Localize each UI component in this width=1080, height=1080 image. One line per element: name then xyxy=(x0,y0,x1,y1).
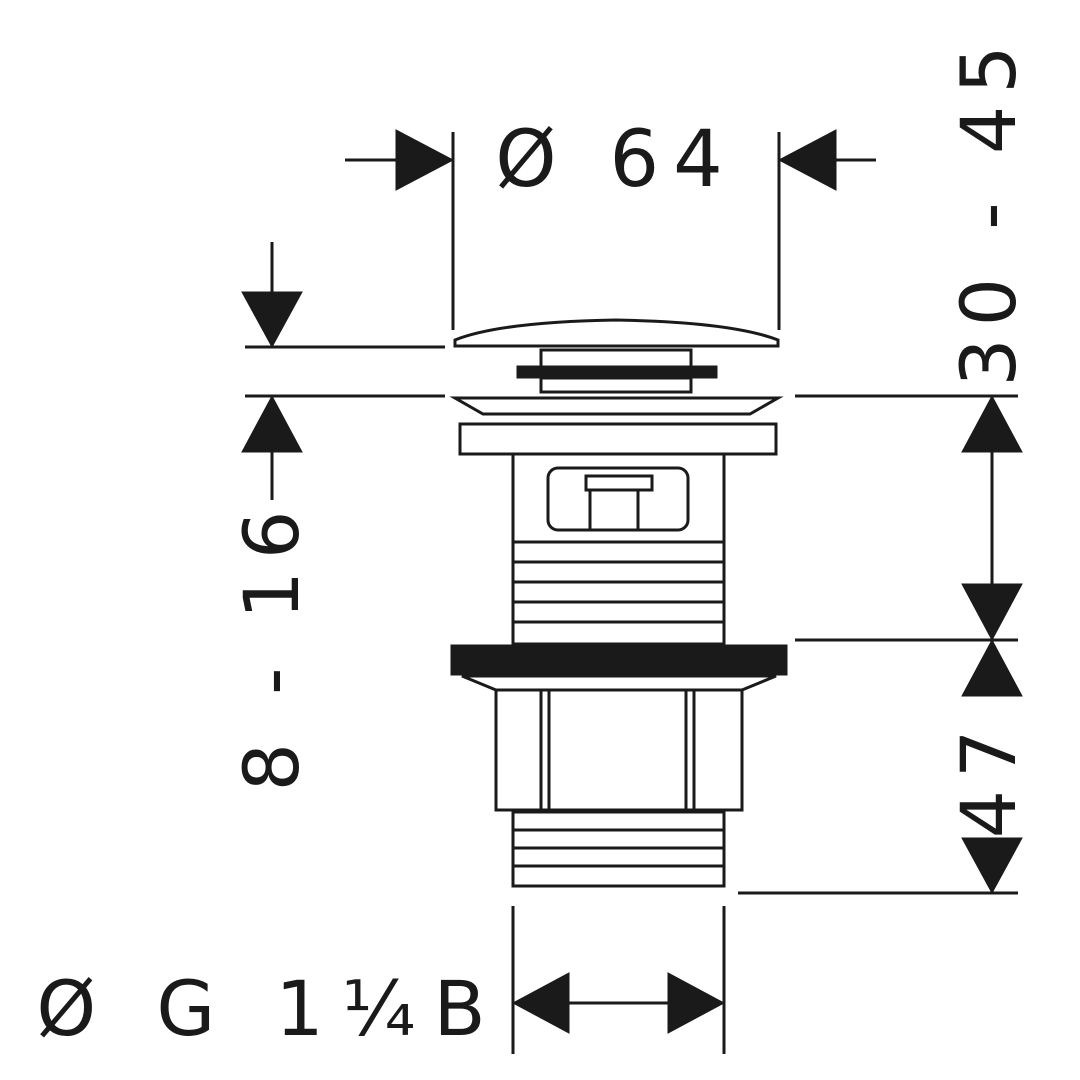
body-grooves xyxy=(513,540,724,624)
right-upper-label: 30 - 45 xyxy=(944,33,1033,386)
valve-collar xyxy=(458,422,778,456)
top-diameter-label: Ø 64 xyxy=(495,115,736,205)
left-thickness-label: 8 - 16 xyxy=(227,499,316,792)
pop-up-waste-valve xyxy=(449,318,788,888)
dimension-top-diameter: Ø 64 xyxy=(345,115,876,330)
lock-nut-bevel xyxy=(461,674,777,692)
dimension-right-upper: 30 - 45 xyxy=(795,33,1033,642)
lock-washer xyxy=(450,644,788,676)
dimension-right-lower: 47 xyxy=(738,638,1033,895)
valve-cap xyxy=(453,318,780,348)
seal-ring xyxy=(516,365,718,379)
dimension-left-thickness: 8 - 16 xyxy=(227,242,445,791)
right-lower-label: 47 xyxy=(944,718,1033,839)
valve-flange xyxy=(449,396,784,416)
seal-ring-lower xyxy=(539,376,693,394)
overflow-slot xyxy=(584,474,654,492)
thread-diameter-label: Ø G 1¼B xyxy=(36,964,503,1053)
hex-nut xyxy=(494,688,744,812)
dimension-thread-diameter: Ø G 1¼B xyxy=(36,906,726,1054)
cap-stem xyxy=(539,348,693,370)
thread-lines xyxy=(513,828,724,868)
